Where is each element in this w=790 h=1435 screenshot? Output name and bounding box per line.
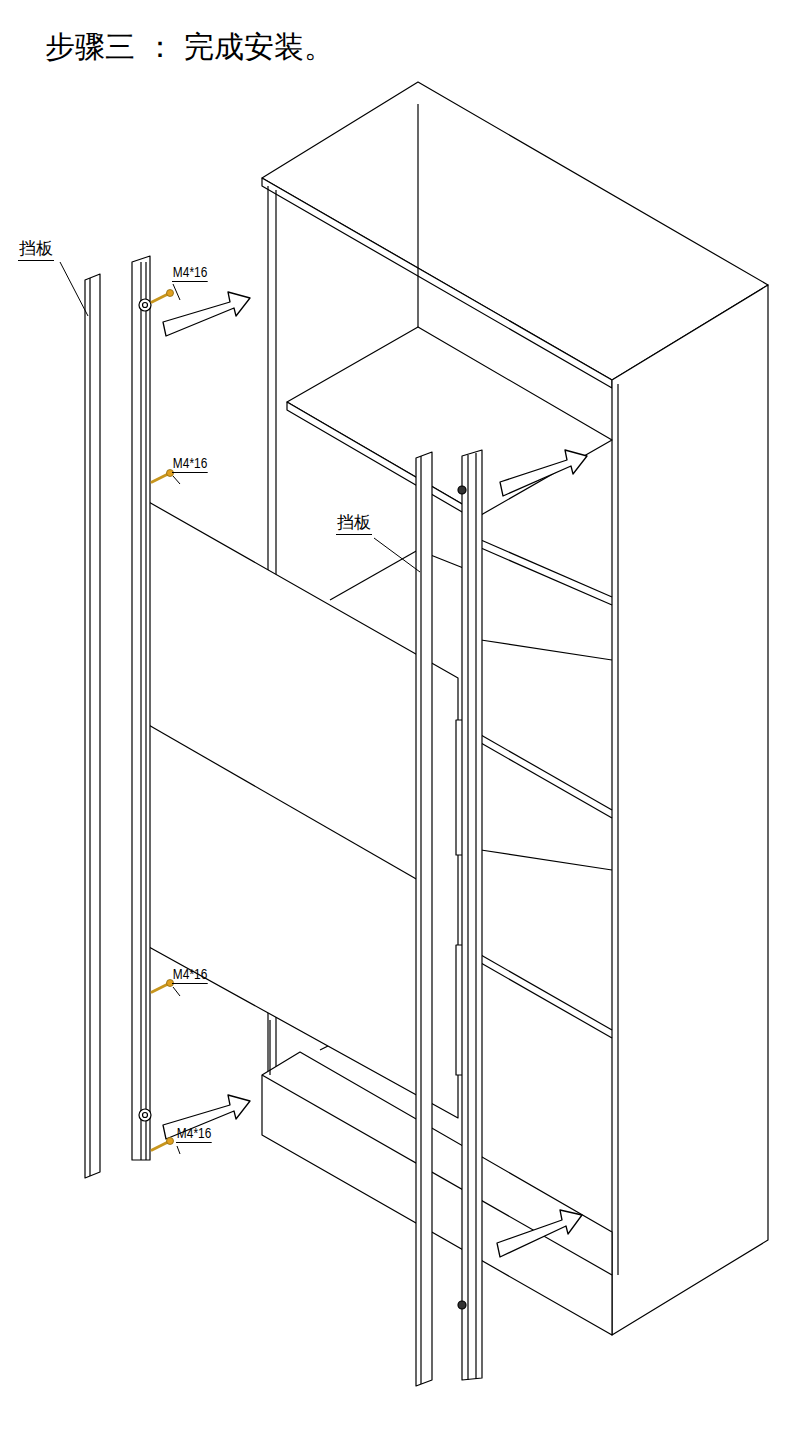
screw-spec: M4*16: [172, 265, 208, 282]
part-name: 挡板: [336, 514, 372, 535]
screw-spec: M4*16: [172, 456, 208, 473]
screw-spec: M4*16: [172, 967, 208, 984]
step-title: 步骤三 ： 完成安装。: [45, 30, 334, 63]
part-name: 挡板: [18, 240, 54, 261]
screw-spec: M4*16: [176, 1126, 212, 1143]
